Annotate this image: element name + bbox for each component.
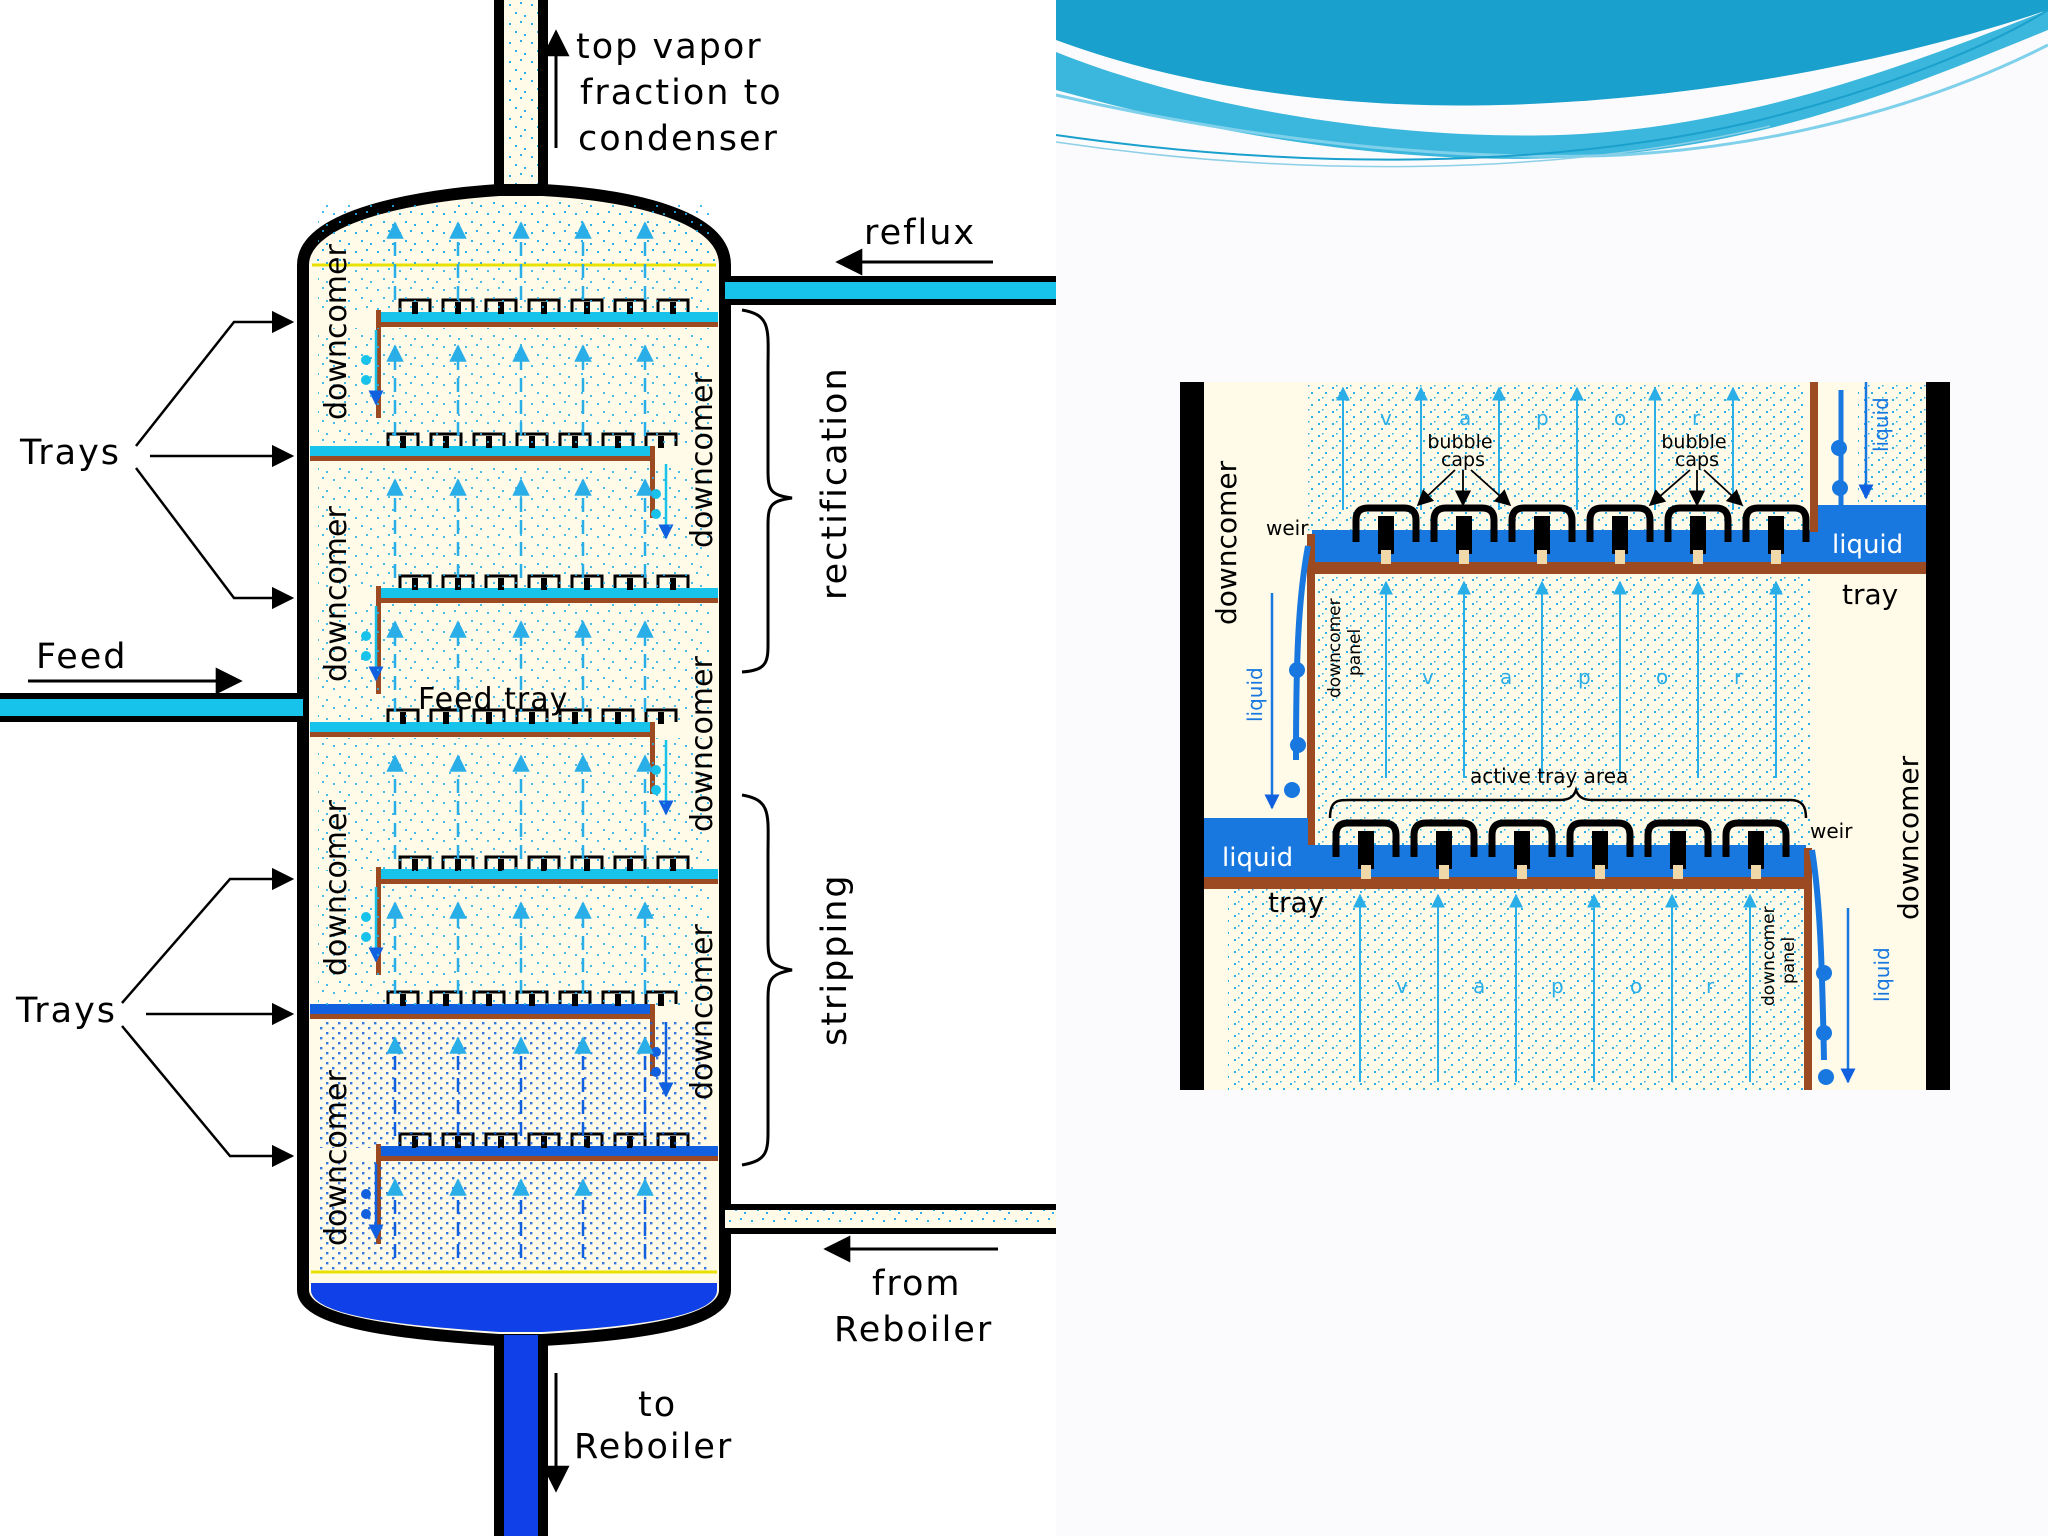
vapor-letter: o — [1614, 406, 1626, 430]
vapor-letter: a — [1473, 974, 1485, 998]
rectification-bracket — [741, 308, 793, 674]
vapor-letter: v — [1380, 406, 1392, 430]
rectification-label: rectification — [815, 366, 855, 600]
bubble-cap — [1410, 819, 1478, 879]
bubble-cap — [1508, 504, 1576, 564]
feed-label: Feed — [36, 637, 128, 677]
column-vapor-arrows — [318, 205, 710, 1270]
bubble-caps — [1332, 504, 1810, 879]
distillation-column-diagram: downcomer downcomer downcomer downcomer … — [0, 0, 1056, 1536]
downcomer-label: downcomer — [685, 372, 720, 548]
lower-tray-plate — [1204, 877, 1810, 889]
downcomer-label: downcomer — [685, 656, 720, 832]
downcomer-label: downcomer — [319, 1070, 354, 1246]
bubble-cap — [1586, 504, 1654, 564]
trays-pointer-upper — [135, 310, 295, 610]
bottom-liquid — [311, 1283, 717, 1332]
trays-label-lower: Trays — [15, 991, 117, 1031]
vapor-letter: o — [1656, 665, 1668, 689]
detail-liquid-vertical: liquid — [1869, 397, 1893, 452]
bubble-cap — [1742, 504, 1810, 564]
detail-liquid-vertical: liquid — [1870, 947, 1894, 1002]
active-tray-area-label: active tray area — [1470, 764, 1628, 788]
vapor-letter: r — [1692, 406, 1701, 430]
upper-tray-plate — [1312, 562, 1926, 574]
detail-vapor-arrows: v a p o r v a p o r v a p o r — [1336, 386, 1783, 1082]
stripping-bracket — [741, 793, 793, 1167]
vapor-letter: o — [1630, 974, 1642, 998]
lower-left-liquid — [1204, 818, 1308, 877]
downcomer-label: downcomer — [319, 244, 354, 420]
detail-right-wall — [1926, 382, 1950, 1090]
trays-label-upper: Trays — [19, 433, 121, 473]
top-vapor-label: top vapor fraction to condenser — [576, 27, 796, 159]
bubble-cap — [1566, 819, 1634, 879]
detail-left-wall — [1180, 382, 1204, 1090]
trays-pointer-lower — [121, 867, 295, 1168]
vapor-letter: r — [1706, 974, 1715, 998]
vapor-letter: a — [1500, 665, 1512, 689]
reflux-label: reflux — [864, 213, 976, 253]
vapor-letter: p — [1536, 406, 1549, 430]
detail-tray-label: tray — [1268, 886, 1324, 919]
detail-downcomer-label: downcomer — [1892, 755, 1925, 920]
right-downcomer-panel-upper — [1810, 382, 1818, 532]
from-reboiler-label: from Reboiler — [834, 1264, 993, 1350]
detail-liquid-label: liquid — [1832, 530, 1903, 560]
detail-downcomer-panel-label: downcomer panel — [1759, 901, 1799, 1006]
detail-downcomer-label: downcomer — [1210, 460, 1243, 625]
bubble-cap — [1644, 819, 1712, 879]
downcomer-label: downcomer — [319, 506, 354, 682]
downcomer-label: downcomer — [319, 800, 354, 976]
vapor-letter: p — [1551, 974, 1564, 998]
feed-tray-label: Feed tray — [418, 682, 568, 717]
detail-liquid-vertical: liquid — [1243, 667, 1267, 722]
upper-downcomer-panel — [1307, 534, 1315, 854]
vapor-letter: v — [1422, 665, 1434, 689]
vapor-letter: a — [1459, 406, 1471, 430]
upper-liquid-top — [1818, 505, 1926, 532]
bubble-cap — [1332, 819, 1400, 879]
detail-tray-label: tray — [1842, 578, 1898, 611]
bubble-caps-pointers — [1416, 469, 1744, 507]
liquid-stream-left — [1293, 545, 1311, 761]
bubble-cap — [1430, 504, 1498, 564]
active-tray-area-brace — [1328, 786, 1808, 819]
bubble-caps-label: bubble caps — [1661, 431, 1732, 471]
bubble-caps-label: bubble caps — [1427, 431, 1498, 471]
stripping-label: stripping — [815, 873, 855, 1046]
bubble-cap — [1722, 819, 1790, 879]
to-reboiler-label: to Reboiler — [574, 1385, 733, 1467]
vapor-letter: v — [1396, 974, 1408, 998]
downcomer-label: downcomer — [685, 924, 720, 1100]
lower-downcomer-panel — [1804, 848, 1812, 1090]
detail-liquid-label: liquid — [1222, 843, 1293, 873]
bubble-cap — [1352, 504, 1420, 564]
bubble-cap — [1664, 504, 1732, 564]
bubble-cap — [1488, 819, 1556, 879]
vapor-letter: r — [1734, 665, 1743, 689]
detail-weir-label: weir — [1266, 516, 1309, 540]
detail-weir-label: weir — [1810, 819, 1853, 843]
vapor-letter: p — [1578, 665, 1591, 689]
detail-downcomer-panel-label: downcomer panel — [1325, 593, 1365, 698]
